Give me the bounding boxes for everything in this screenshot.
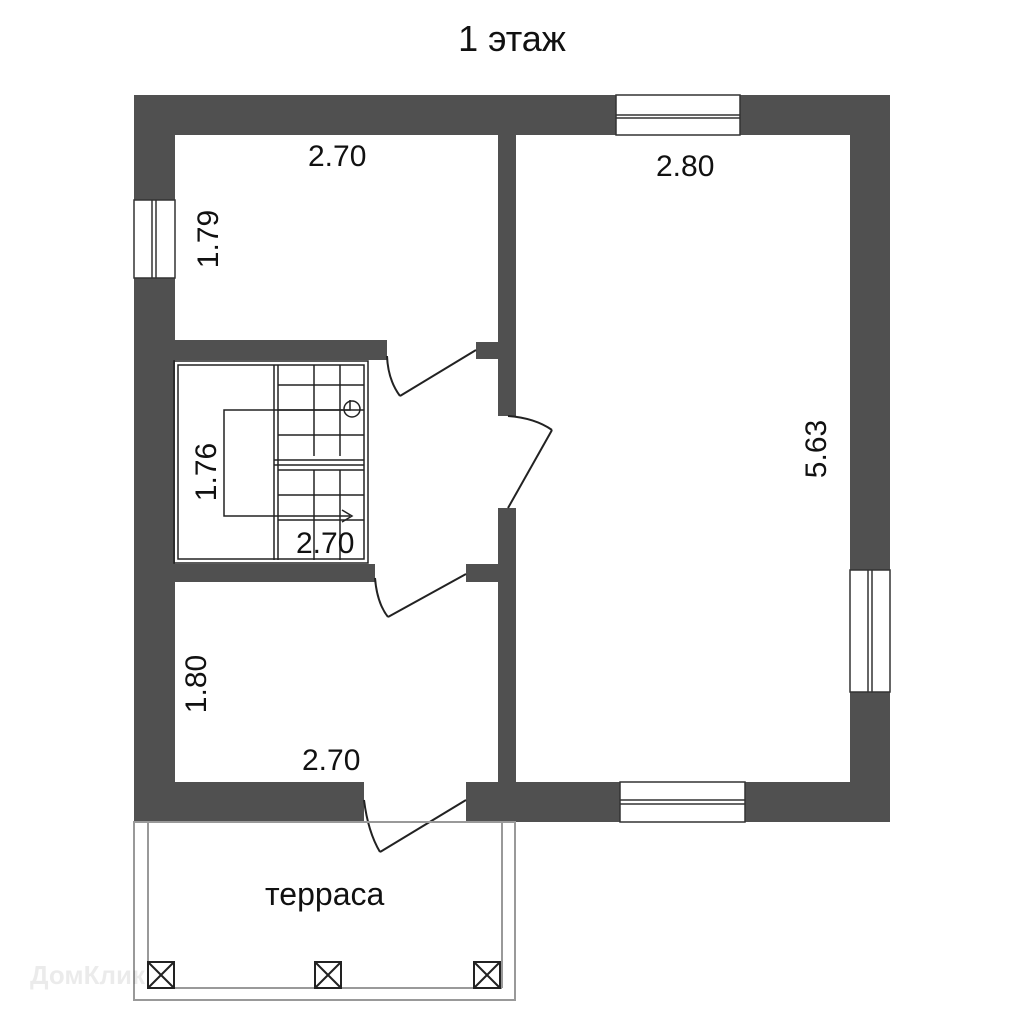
door-middle — [387, 573, 467, 618]
dim-bottom-left-height: 1.80 — [180, 654, 214, 714]
door-top — [399, 349, 477, 397]
dim-right-height: 5.63 — [800, 419, 834, 479]
walls — [134, 95, 890, 822]
watermark: ДомКлик — [30, 960, 145, 990]
staircase — [173, 360, 369, 564]
doors — [363, 349, 553, 853]
dim-top-left-width: 2.70 — [308, 140, 367, 173]
terrace-posts — [147, 961, 501, 989]
window-bottom — [619, 781, 746, 823]
window-left — [133, 199, 176, 279]
post-middle — [314, 961, 342, 989]
dim-top-left-height: 1.79 — [192, 209, 226, 269]
window-right — [849, 569, 891, 693]
windows — [133, 94, 891, 823]
dim-bottom-left-width: 2.70 — [302, 744, 361, 777]
terrace-label: терраса — [265, 876, 385, 912]
dim-stair-height: 1.76 — [190, 442, 224, 502]
dim-stair-width: 2.70 — [296, 527, 355, 560]
floor-title: 1 этаж — [458, 18, 566, 59]
post-right — [473, 961, 501, 989]
dim-right-width: 2.80 — [656, 150, 715, 183]
door-right — [507, 429, 553, 509]
door-bottom — [379, 799, 467, 853]
post-left — [147, 961, 175, 989]
